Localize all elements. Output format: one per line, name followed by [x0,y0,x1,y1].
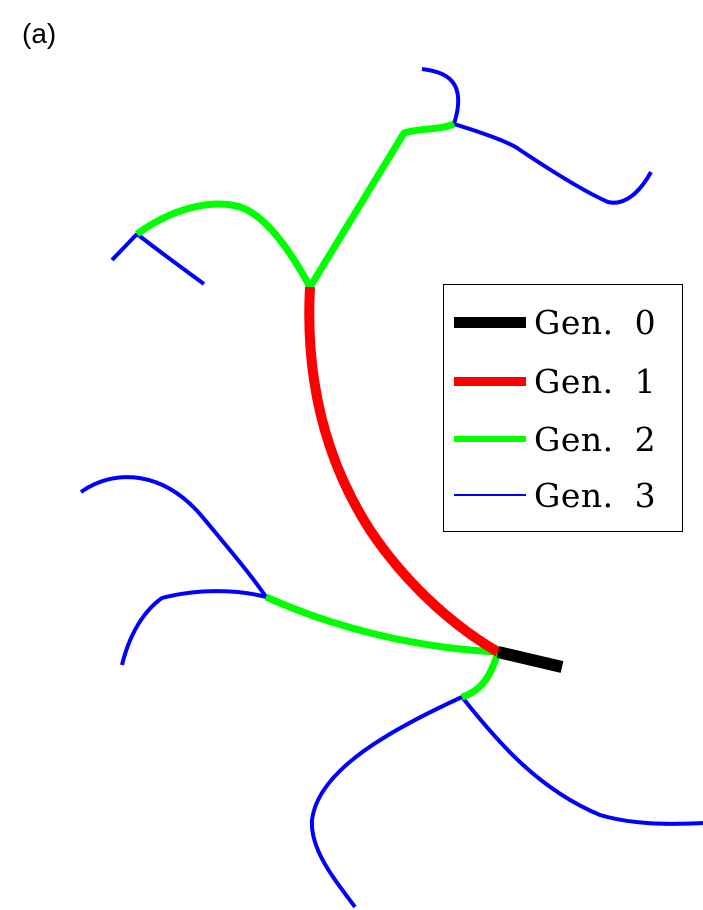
gen2-branch-upper-left [134,200,314,289]
gen3-branch-top-right [453,122,653,205]
legend-swatch-gen1 [454,376,526,386]
legend-swatch-gen0 [454,316,526,328]
gen3-branch-mid-left-lower [120,589,267,666]
gen3-branch-bottom-right [460,695,703,826]
legend-label-gen1: Gen. 1 [534,361,657,401]
legend-item-gen2: Gen. 2 [444,410,682,468]
legend-label-gen3: Gen. 3 [534,475,657,515]
gen3-branch-mid-left-upper [79,475,268,599]
gen3-branch-top-right-hook [421,67,461,125]
gen2-branch-lower-left [264,593,499,656]
legend-item-gen3: Gen. 3 [444,466,682,524]
legend-label-gen0: Gen. 0 [534,302,657,342]
gen2-branch-lower-down [460,650,502,701]
gen0-trunk [496,646,564,673]
legend-swatch-gen2 [454,436,526,442]
legend-label-gen2: Gen. 2 [534,419,657,459]
legend-swatch-gen3 [454,494,526,496]
gen1-branch [304,286,501,657]
gen3-branch-left-lower [135,232,206,286]
gen3-branch-bottom-left [309,695,463,909]
gen3-branch-left-upper [110,232,139,262]
gen3-branches [79,67,703,909]
legend: Gen. 0 Gen. 1 Gen. 2 Gen. 3 [443,284,683,532]
gen2-branch-upper-right [307,120,456,289]
legend-item-gen1: Gen. 1 [444,352,682,410]
legend-item-gen0: Gen. 0 [444,293,682,351]
panel-label: (a) [22,18,57,49]
gen2-branches [134,120,502,701]
